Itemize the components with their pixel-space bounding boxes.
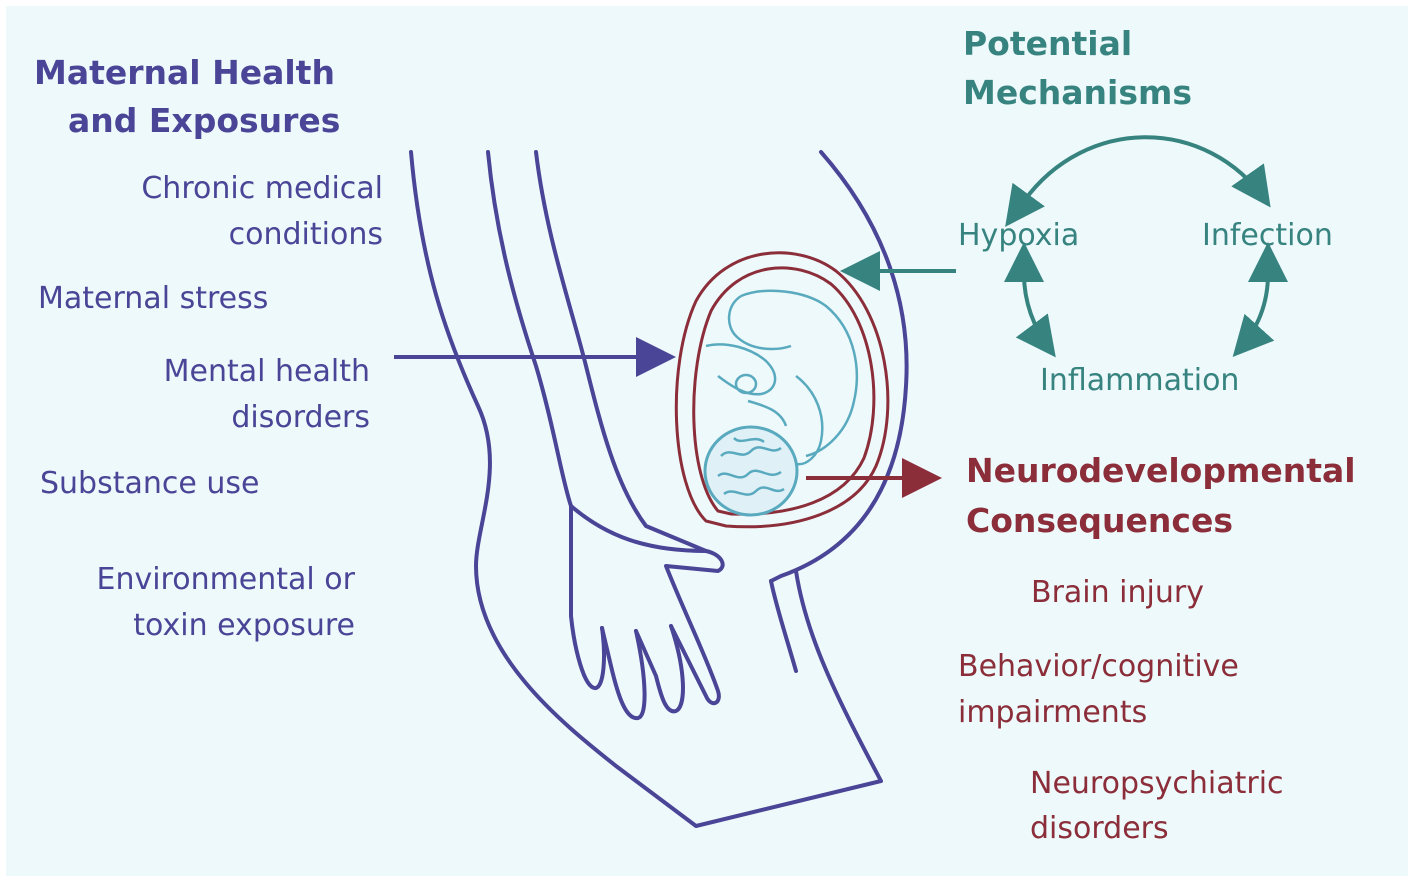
hypoxia-infection-arrow — [1005, 135, 1271, 227]
maternal-item-environmental-line2: toxin exposure — [133, 608, 355, 643]
maternal-heading-line1: Maternal Health — [34, 53, 335, 92]
fetal-brain-icon — [703, 425, 799, 517]
maternal-item-chronic-line1: Chronic medical — [141, 171, 383, 206]
mechanism-node-infection: Infection — [1202, 218, 1333, 253]
pregnant-woman-silhouette-icon — [409, 150, 909, 828]
mechanism-node-hypoxia: Hypoxia — [958, 218, 1080, 253]
mechanisms-heading-line1: Potential — [963, 24, 1133, 63]
mechanism-node-inflammation: Inflammation — [1040, 363, 1240, 398]
hypoxia-inflammation-arrow — [1004, 242, 1056, 358]
fetus-icon — [705, 289, 859, 466]
consequences-heading-line2: Consequences — [966, 501, 1233, 540]
maternal-item-chronic-line2: conditions — [228, 217, 383, 252]
consequence-item-brain-injury: Brain injury — [1031, 575, 1204, 610]
consequences-heading-line1: Neurodevelopmental — [966, 451, 1356, 490]
maternal-item-substance: Substance use — [40, 466, 260, 501]
mechanisms-heading-line2: Mechanisms — [963, 73, 1193, 112]
uterus-icon — [674, 251, 890, 529]
consequence-item-behavior-line2: impairments — [958, 695, 1148, 730]
maternal-heading-line2: and Exposures — [68, 101, 341, 140]
maternal-item-mental-line2: disorders — [231, 400, 370, 435]
diagram-canvas: Maternal Health and Exposures Chronic me… — [6, 6, 1408, 876]
consequence-item-behavior-line1: Behavior/cognitive — [958, 649, 1239, 684]
maternal-item-stress: Maternal stress — [38, 281, 269, 316]
consequence-item-neuropsych-line2: disorders — [1030, 811, 1169, 846]
consequence-item-neuropsych-line1: Neuropsychiatric — [1030, 766, 1284, 801]
maternal-item-environmental-line1: Environmental or — [96, 562, 355, 597]
infection-inflammation-arrow — [1232, 242, 1288, 357]
maternal-item-mental-line1: Mental health — [163, 354, 370, 389]
illustration — [394, 135, 1288, 828]
